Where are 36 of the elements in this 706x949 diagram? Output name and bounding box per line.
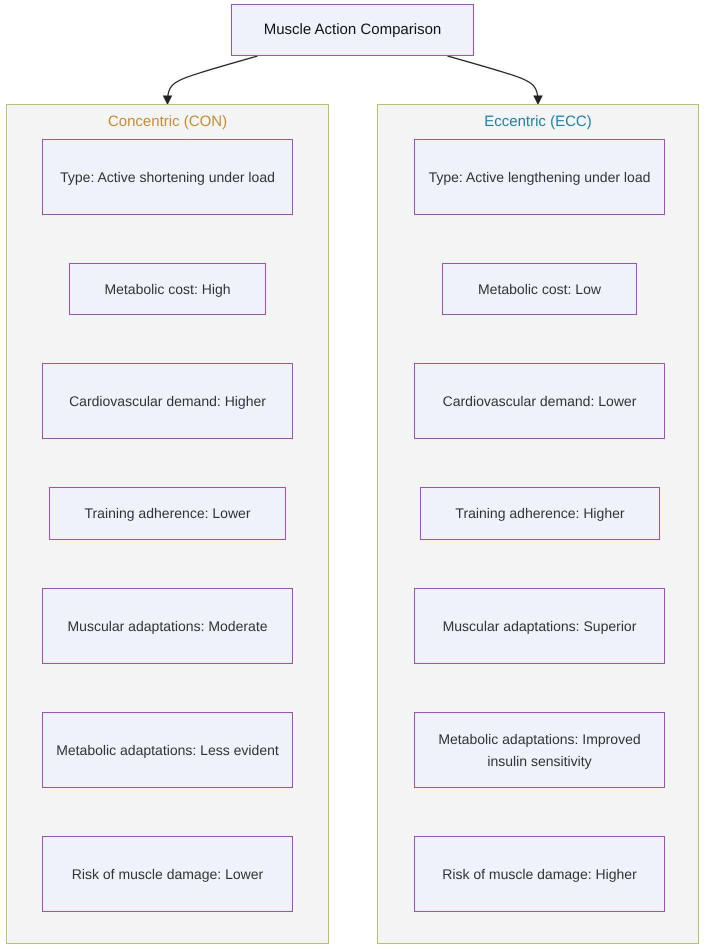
process-box xyxy=(49,487,286,540)
box-text: Muscular adaptations: Superior xyxy=(442,616,638,636)
box-text: Metabolic adaptations: Improved insulin sensitivity xyxy=(437,730,642,771)
box-text: Muscle Action Comparison xyxy=(262,20,442,40)
box-text: Cardiovascular demand: Higher xyxy=(68,392,267,411)
process-box xyxy=(69,263,266,315)
group-panel xyxy=(6,104,329,944)
process-box xyxy=(42,139,293,215)
group-panel xyxy=(377,104,699,944)
arrow xyxy=(162,55,258,105)
process-box xyxy=(42,836,293,912)
process-box xyxy=(414,139,665,215)
box-text: Metabolic adaptations: Less evident xyxy=(55,740,280,760)
group-heading: Concentric (CON) xyxy=(106,113,228,130)
box-text: Cardiovascular demand: Lower xyxy=(442,392,638,411)
box-text: Risk of muscle damage: Higher xyxy=(441,864,638,884)
process-box xyxy=(414,712,665,788)
box-text: Type: Active shortening under load xyxy=(59,168,276,187)
process-box xyxy=(42,588,293,664)
box-text: Type: Active lengthening under load xyxy=(428,168,652,187)
group-heading: Eccentric (ECC) xyxy=(483,113,593,130)
box-text: Risk of muscle damage: Lower xyxy=(70,864,264,884)
process-box xyxy=(42,712,293,788)
process-box xyxy=(414,836,665,912)
box-text: Metabolic cost: Low xyxy=(477,280,602,299)
process-box xyxy=(420,487,660,540)
process-box xyxy=(42,363,293,439)
box-text: Metabolic cost: High xyxy=(103,280,232,299)
box-text: Training adherence: Higher xyxy=(454,504,626,524)
process-box xyxy=(414,588,665,664)
box-text: Muscular adaptations: Moderate xyxy=(66,616,268,636)
box-text: Training adherence: Lower xyxy=(83,504,252,524)
process-box xyxy=(442,263,637,315)
process-box xyxy=(414,363,665,439)
arrow xyxy=(447,55,543,105)
process-box xyxy=(231,4,474,56)
